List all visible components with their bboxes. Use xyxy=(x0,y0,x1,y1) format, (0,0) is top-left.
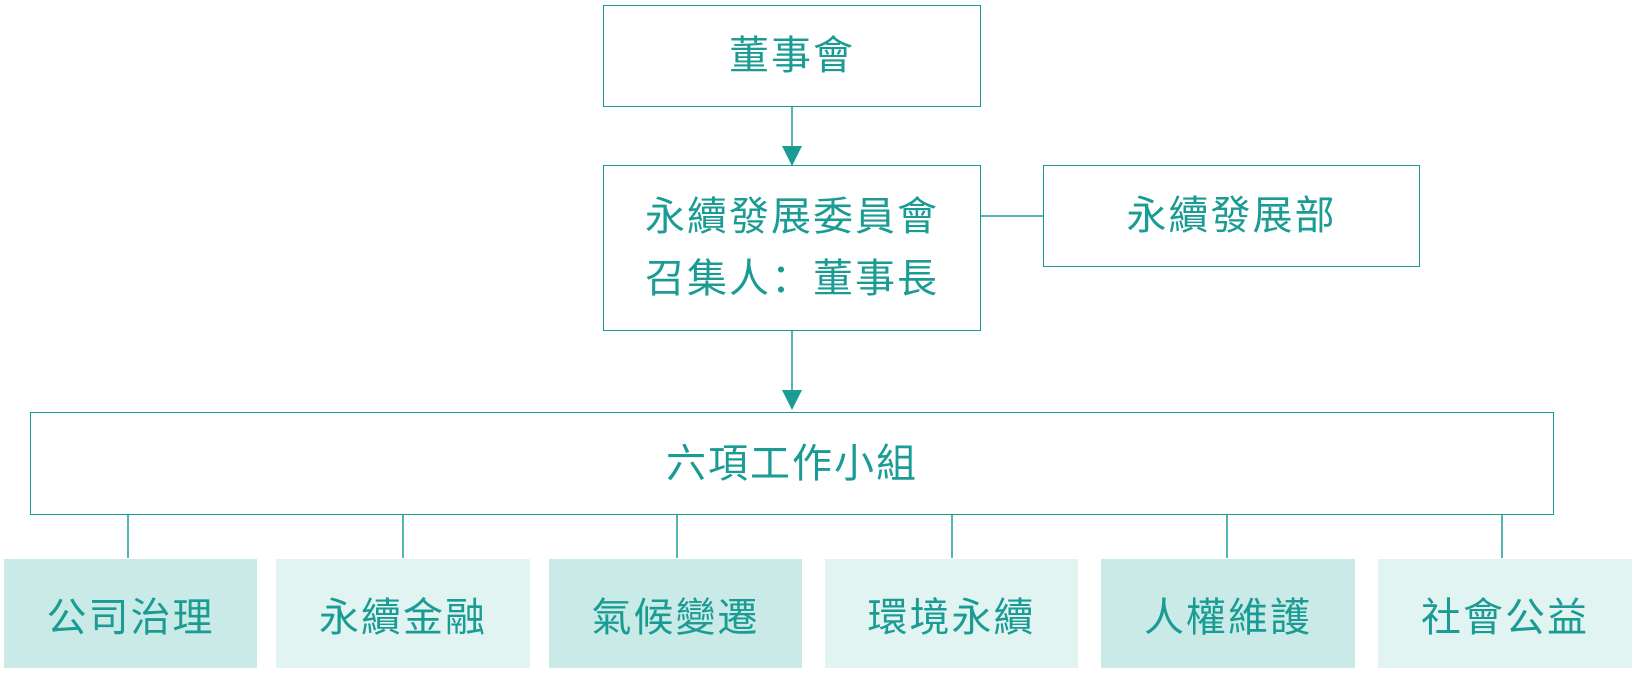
board-box: 董事會 xyxy=(603,5,981,107)
group-label: 公司治理 xyxy=(46,594,215,641)
department-box: 永續發展部 xyxy=(1043,165,1420,267)
committee-convener: 召集人：董事長 xyxy=(645,256,939,302)
group-label: 社會公益 xyxy=(1421,594,1589,641)
committee-box: 永續發展委員會 召集人：董事長 xyxy=(603,165,981,331)
group-climate-change: 氣候變遷 xyxy=(549,559,802,668)
board-label: 董事會 xyxy=(729,33,855,79)
group-label: 永續金融 xyxy=(319,594,487,641)
group-social-welfare: 社會公益 xyxy=(1378,559,1632,668)
group-label: 環境永續 xyxy=(867,594,1036,641)
working-groups-label: 六項工作小組 xyxy=(666,440,918,487)
department-label: 永續發展部 xyxy=(1126,193,1337,239)
group-label: 氣候變遷 xyxy=(591,594,760,641)
committee-title: 永續發展委員會 xyxy=(645,194,939,240)
arrowhead-1 xyxy=(782,146,802,166)
group-environmental-sustainability: 環境永續 xyxy=(825,559,1078,668)
group-sustainable-finance: 永續金融 xyxy=(276,559,530,668)
group-human-rights: 人權維護 xyxy=(1101,559,1355,668)
working-groups-box: 六項工作小組 xyxy=(30,412,1554,515)
arrowhead-2 xyxy=(782,390,802,410)
group-corporate-governance: 公司治理 xyxy=(4,559,257,668)
group-label: 人權維護 xyxy=(1144,594,1312,641)
